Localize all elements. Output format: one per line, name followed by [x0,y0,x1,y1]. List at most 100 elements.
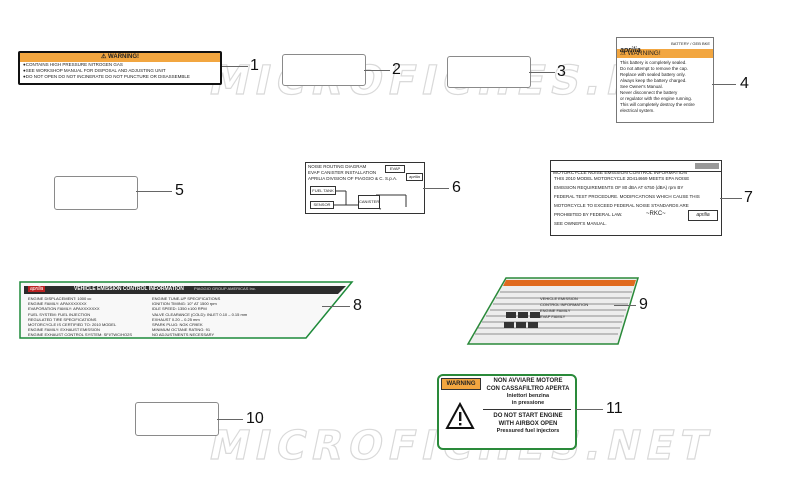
label-8-right-line-2: IGNITION TIMING: 10° AT 1500 rpm [152,301,217,307]
label-7-line-1: THIS 2010 MODEL MOTORCYCLE 2D414669 MEET… [554,176,690,181]
label-11-warning-tag: WARNING [441,378,481,390]
callout-8: 8 [353,297,362,314]
warning-triangle-icon [445,402,475,429]
label-9-line-1: VEHICLE EMISSION [540,296,578,301]
label-6-fuel-tank-box: FUEL TANK [310,186,336,195]
label-9-line-4: EVAP FAMILY [540,314,566,319]
label-8-right-line-6: SPARK PLUG: NGK CR9EK [152,322,203,328]
callout-11: 11 [606,400,623,417]
label-7-noise-emission: MOTORCYCLE NOISE EMISSION CONTROL INFORM… [550,160,722,236]
label-9-outline [466,277,640,345]
label-8-outline [19,281,354,339]
label-8-left-line-2: ENGINE FAMILY: APAXXXXXXX [28,301,87,307]
label-7-title-row: MOTORCYCLE NOISE EMISSION CONTROL INFORM… [551,161,721,176]
label-4-line-3: Replace with sealed battery only. [620,72,686,77]
label-11-divider [483,409,571,410]
label-4-line-7: or regulator with the engine running. [620,96,693,101]
label-11-en-line-3: Pressured fuel injectors [496,428,560,434]
label-1-band: ⚠ WARNING! [20,53,220,62]
leader-line-7 [720,198,742,199]
label-8-left-line-4: FUEL SYSTEM: FUEL INJECTION [28,311,91,317]
label-8-left-line-6: MOTORCYCLE IS CERTIFIED TO: 2010 MODEL [28,322,117,328]
label-8-aprilia-logo: aprilia [28,286,46,292]
label-8-right-line-8: NO ADJUSTMENTS NECESSARY [152,332,215,338]
blank-label-5 [54,176,138,210]
label-8-title: VEHICLE EMISSION CONTROL INFORMATION [74,286,184,292]
label-8-emission-info: aprilia VEHICLE EMISSION CONTROL INFORMA… [24,285,344,340]
label-6-routing-diagram: NOISE ROUTING DIAGRAM EVAP CANISTER INST… [305,162,425,214]
callout-3: 3 [557,63,566,80]
leader-line-8 [322,306,350,307]
label-11-it-line-3: Iniettori benzina [506,393,550,399]
leader-line-11 [575,409,603,410]
label-7-title: MOTORCYCLE NOISE EMISSION CONTROL INFORM… [553,171,687,176]
label-11-it-line-1: NON AVVIARE MOTORE [493,378,563,384]
label-7-line-5: PROHIBITED BY FEDERAL LAW. [554,212,623,217]
label-4-line-8: This will completely destroy the entire [620,102,695,107]
label-4-line-4: Always keep the battery charged. [620,78,687,83]
callout-5: 5 [175,182,184,199]
label-4-line-5: See Owner's Manual. [620,84,663,89]
warning-triangle-icon: ⚠ [620,50,626,57]
label-8-right-line-4: VALVE CLEARANCE (COLD): INLET 0.10 – 0.1… [152,311,248,317]
warning-triangle-icon: ⚠ [100,54,107,60]
leader-line-6 [423,188,449,189]
label-11-it-line-2: CON CASSAFILTRO APERTA [486,385,570,392]
label-11-en-line-1: DO NOT START ENGINE [493,413,563,419]
label-6-line-2: EVAP CANISTER INSTALLATION [308,170,377,175]
leader-line-3 [529,72,555,73]
leader-line-10 [217,419,243,420]
label-6-evap-box: EVAP [385,165,405,173]
label-4-battery-warning: aprilia BATTERY / GEB BKE ⚠ WARNING! Thi… [616,37,714,123]
leader-line-5 [136,191,172,192]
label-6-canister-box: CANISTER [358,195,380,209]
label-7-line-3: FEDERAL TEST PROCEDURE. MODIFICATIONS WH… [554,194,700,199]
leader-line-9 [614,305,636,306]
leader-line-4 [712,84,736,85]
label-7-line-2: EMISSION REQUIREMENTS OF 80 dBA AT 6750 … [554,185,684,190]
label-1-heading: WARNING! [108,54,140,60]
label-1-line-2: ●SEE WORKSHOP MANUAL FOR DISPOSAL AND AD… [23,68,166,73]
label-6-line-1: NOISE ROUTING DIAGRAM [308,164,367,169]
label-8-left-line-8: ENGINE EXHAUST CONTROL SYSTEM: SFI/TWC/H… [28,332,133,338]
callout-9: 9 [639,296,648,313]
aprilia-logo [695,163,719,169]
label-4-line-6: Never disconnect the battery [620,90,678,95]
blank-label-10 [135,402,219,436]
label-8-right-line-3: IDLE SPEED: 1350 ±100 RPM [152,306,207,312]
label-11-airbox-warning: WARNING NON AVVIARE MOTORE CON CASSAFILT… [437,374,577,450]
label-1-line-3: ●DO NOT OPEN DO NOT INCINERATE DO NOT PU… [23,74,190,79]
label-1-line-1: ●CONTAINS HIGH PRESSURE NITROGEN GAS [23,62,123,67]
label-8-right-line-7: MINIMUM OCTANE RATING: 91 [152,327,211,333]
label-7-line-4: MOTORCYCLE TO EXCEED FEDERAL NOISE STAND… [554,203,689,208]
label-4-heading: WARNING! [627,50,661,57]
callout-1: 1 [250,57,259,74]
label-8-left-line-1: ENGINE DISPLACEMENT: 1000 cc [28,296,92,301]
label-4-line-2: Do not attempt to remove the cap. [620,66,689,71]
callout-6: 6 [452,179,461,196]
label-9-line-3: ENGINE FAMILY [540,308,571,313]
label-6-sensor-box: SENSOR [310,201,334,209]
label-7-aprilia-box: aprilia [688,210,718,221]
label-4-line-1: This battery is completely sealed. [620,60,687,65]
label-8-left-line-3: EVAPORATION FAMILY: APAXXXXXXX [28,306,100,312]
label-7-line-6: SEE OWNER'S MANUAL. [554,221,607,226]
label-8-left-line-7: ENGINE FAMILY: EXHAUST EMISSION [28,327,100,333]
label-7-code: ~RKC~ [646,211,666,217]
callout-4: 4 [740,75,749,92]
label-11-en-line-2: WITH AIRBOX OPEN [498,420,558,427]
label-4-band: ⚠ WARNING! [617,49,713,58]
label-8-maker: PIAGGIO GROUP AMERICAS Inc. [194,286,256,291]
label-6-aprilia-logo: aprilia [406,173,423,181]
label-9-text: VEHICLE EMISSION CONTROL INFORMATION ENG… [540,296,630,336]
callout-7: 7 [744,189,753,206]
leader-line-2 [364,70,390,71]
label-4-small-header: BATTERY / GEB BKE [671,41,710,46]
label-9-line-2: CONTROL INFORMATION [540,302,589,307]
label-6-line-3: APRILIA DIVISION OF PIAGGIO & C. S.p.A. [308,176,398,181]
label-4-line-9: electrical system. [620,108,655,113]
blank-label-3 [447,56,531,88]
leader-line-1 [222,66,248,67]
callout-10: 10 [246,410,264,427]
label-8-right-line-5: EXHAUST 0.20 – 0.25 mm [152,316,200,322]
